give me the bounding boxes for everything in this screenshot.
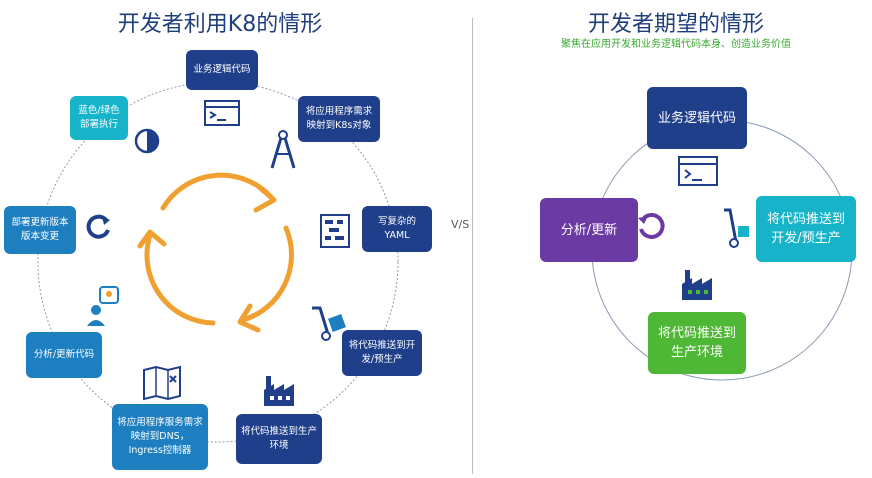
left-box-map-dns-ingress: 将应用程序服务需求映射到DNS，Ingress控制器	[112, 404, 208, 470]
user-idea-icon	[87, 286, 119, 326]
half-circle-icon	[134, 128, 160, 154]
left-box-write-yaml: 写复杂的YAML	[362, 206, 432, 252]
right-box-push-dev: 将代码推送到开发/预生产	[756, 196, 856, 262]
factory-icon	[264, 376, 294, 406]
refresh-icon	[86, 214, 110, 239]
divider	[472, 18, 473, 474]
refresh-icon	[638, 212, 665, 239]
right-box-analyze-update: 分析/更新	[540, 198, 638, 262]
factory-icon	[682, 270, 712, 300]
left-box-blue-green: 蓝色/绿色部署执行	[70, 96, 128, 140]
left-box-map-k8s-objects: 将应用程序需求映射到K8s对象	[298, 96, 380, 142]
terminal-icon	[678, 156, 718, 186]
abacus-icon	[320, 214, 350, 248]
right-box-push-prod: 将代码推送到生产环境	[648, 312, 746, 374]
hand-truck-icon	[724, 208, 749, 248]
right-title: 开发者期望的情形	[587, 12, 764, 37]
map-icon	[143, 365, 181, 401]
right-subtitle: 聚焦在应用开发和业务逻辑代码本身、创造业务价值	[561, 39, 791, 50]
left-title: 开发者利用K8的情形	[117, 12, 323, 37]
left-box-analyze-update: 分析/更新代码	[26, 332, 102, 378]
left-box-push-dev: 将代码推送到开发/预生产	[342, 330, 422, 376]
terminal-icon	[204, 100, 240, 126]
right-box-business-code: 业务逻辑代码	[647, 87, 747, 149]
vs-label: V/S	[451, 218, 470, 231]
left-box-business-code: 业务逻辑代码	[186, 50, 258, 90]
left-box-push-prod: 将代码推送到生产环境	[236, 414, 322, 464]
hand-truck-icon	[312, 306, 346, 341]
compass-icon	[270, 130, 296, 169]
left-box-deploy-version: 部署更新版本版本变更	[4, 206, 76, 254]
